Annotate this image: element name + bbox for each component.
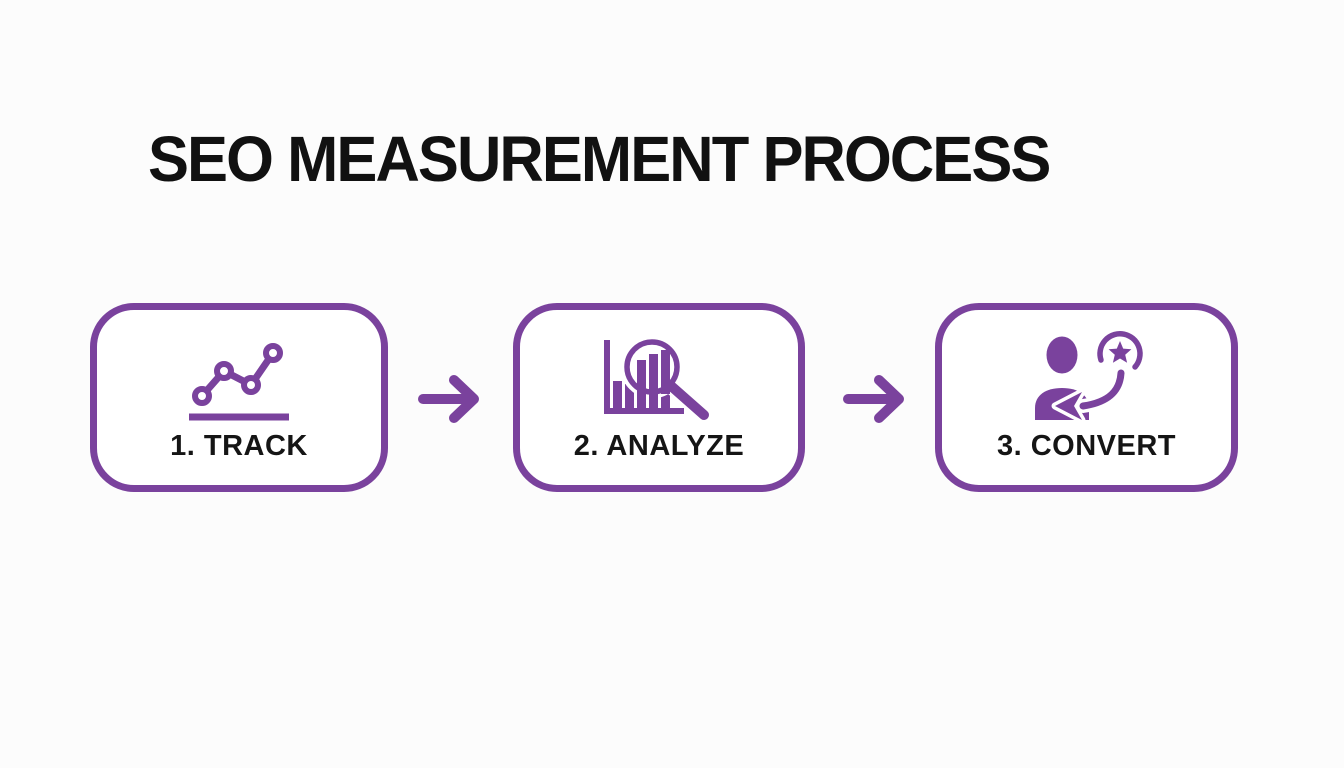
step-label-track: 1. TRACK (170, 430, 308, 462)
arrow-right-icon (418, 375, 479, 423)
step-label-convert: 3. CONVERT (996, 430, 1177, 462)
step-box-track: 1. TRACK (90, 303, 388, 492)
person-star-conversion-icon (1034, 331, 1143, 424)
step-label-analyze: 2. ANALYZE (573, 430, 745, 462)
page-title: SEO MEASUREMENT PROCESS (148, 123, 1051, 195)
arrow-right-icon (843, 375, 904, 423)
step-box-convert: 3. CONVERT (935, 303, 1238, 492)
bar-chart-magnifier-icon (604, 335, 712, 423)
trend-line-chart-icon (189, 343, 289, 421)
step-box-analyze: 2. ANALYZE (513, 303, 805, 492)
